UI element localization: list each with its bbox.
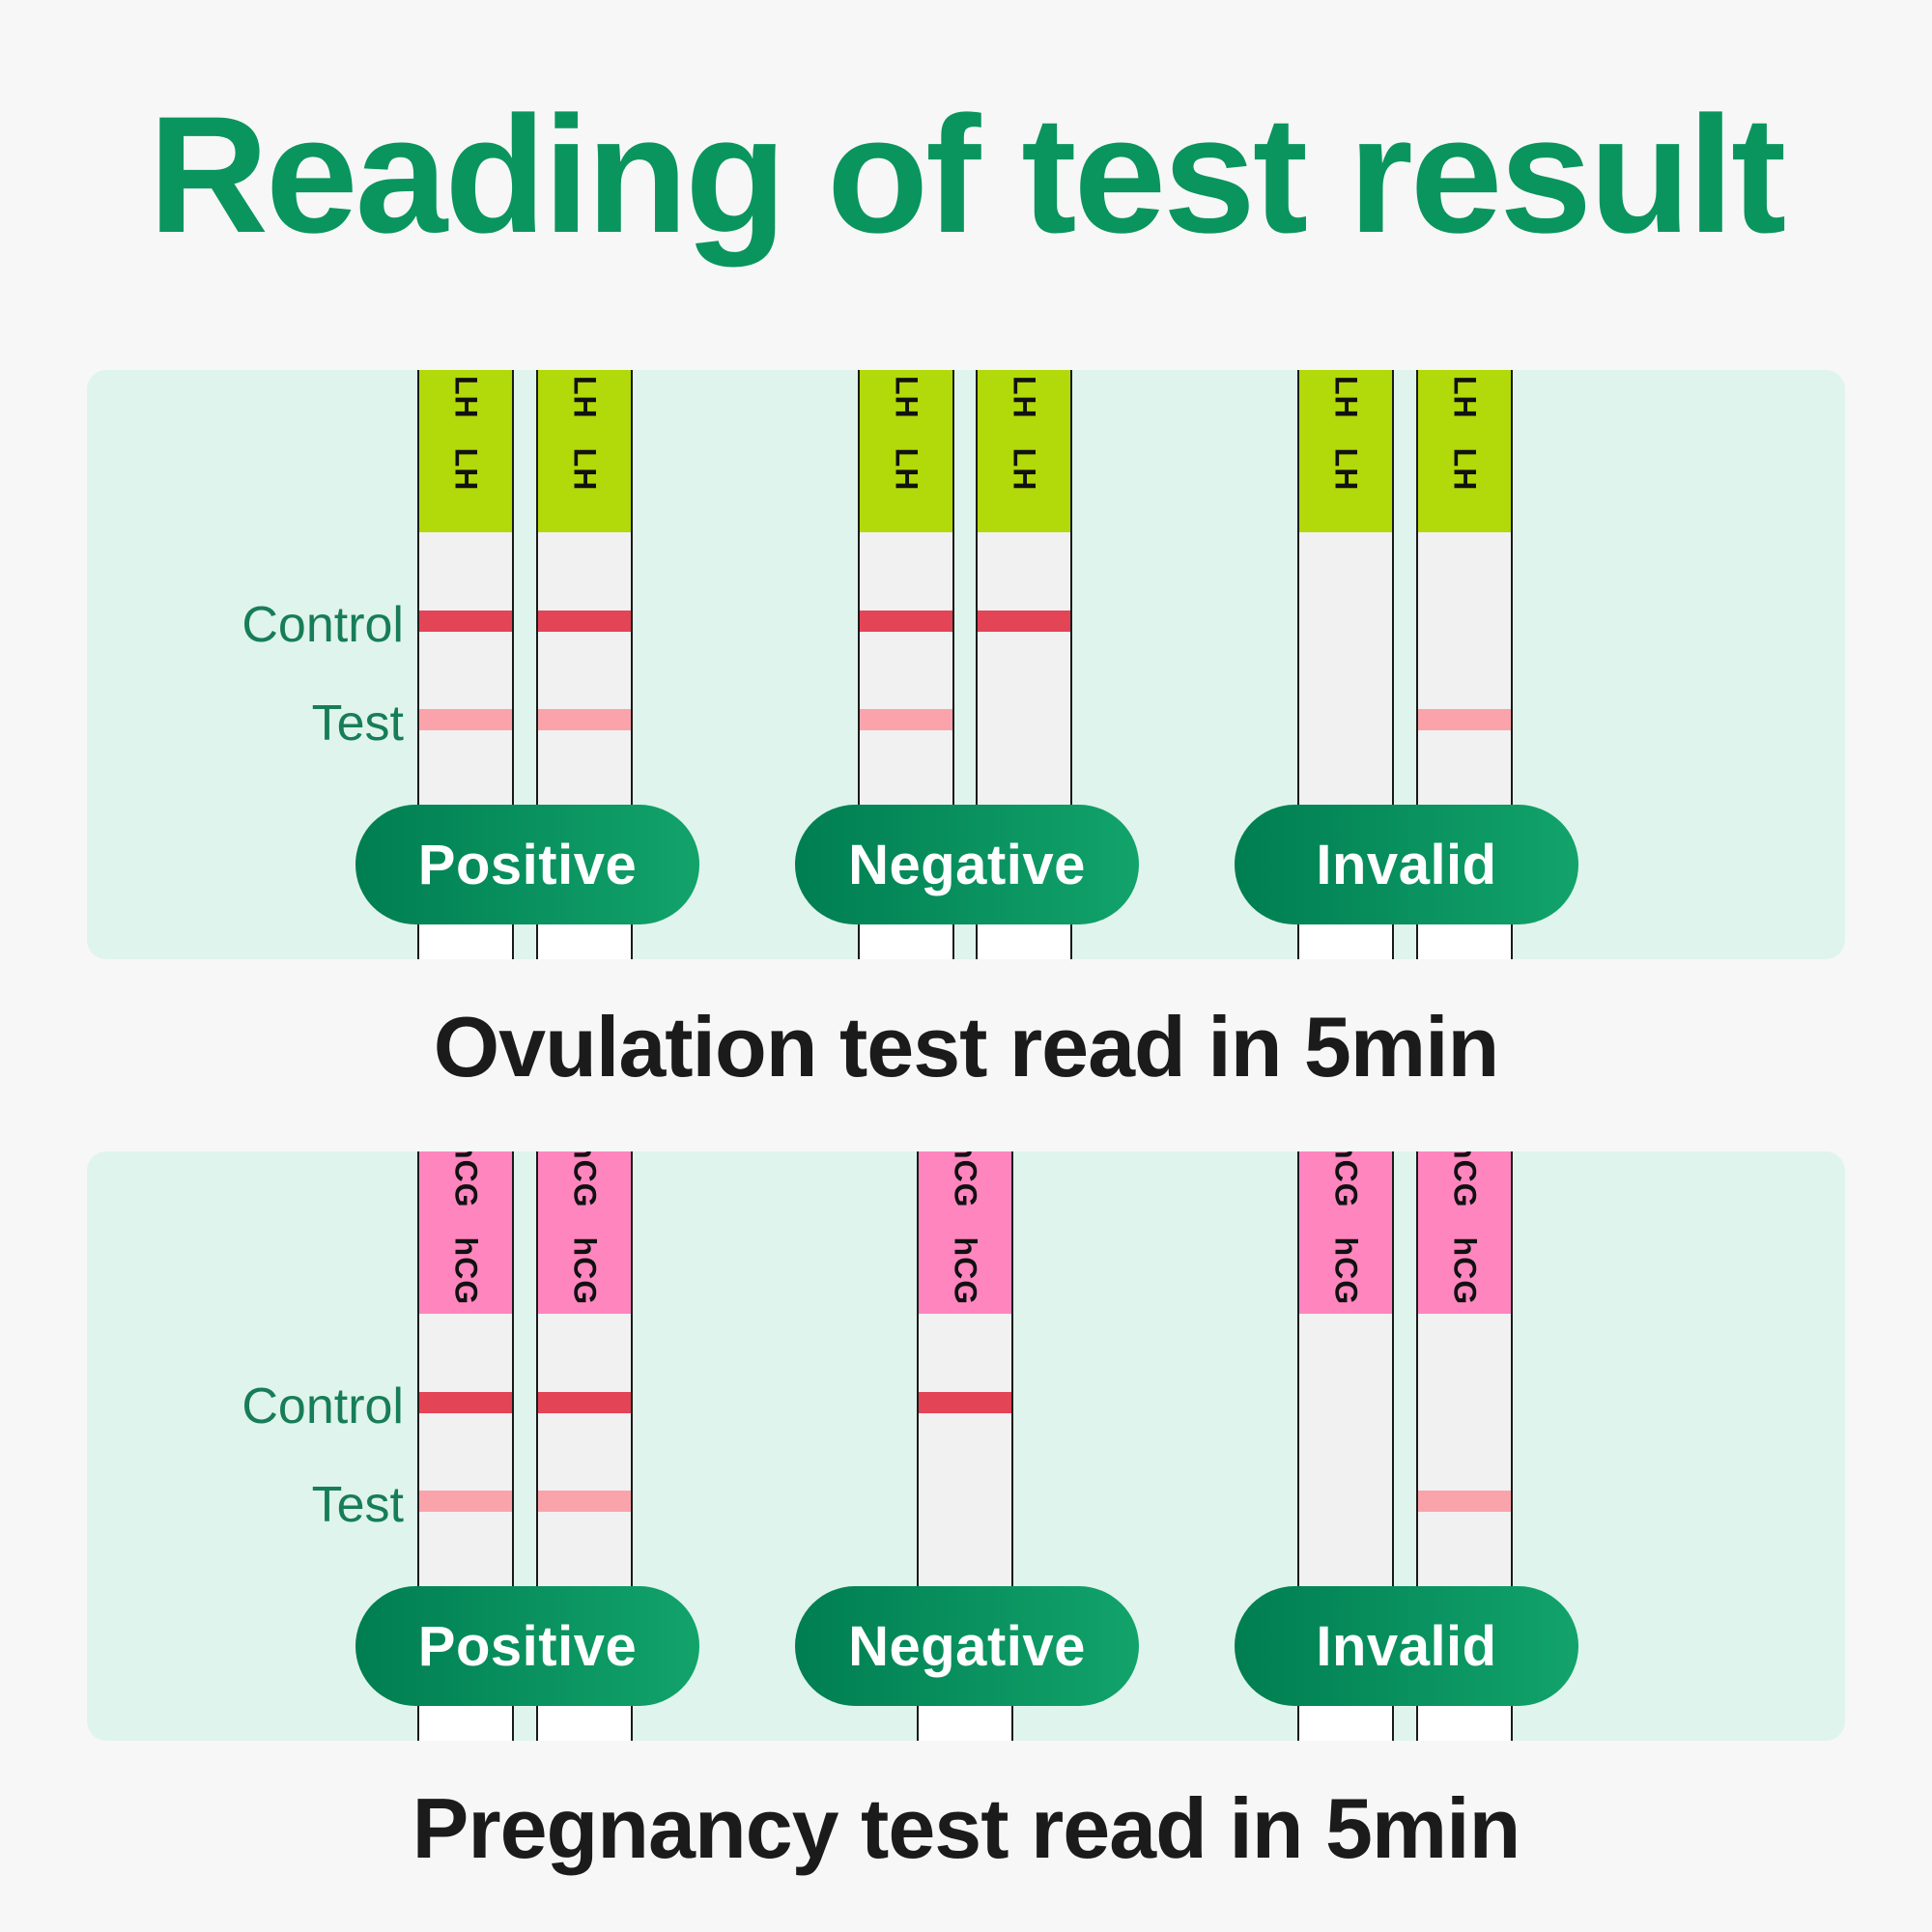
pregnancy-caption: Pregnancy test read in 5min bbox=[412, 1780, 1521, 1876]
test-label: Test bbox=[311, 696, 404, 752]
control-line bbox=[919, 1392, 1011, 1413]
control-label: Control bbox=[242, 597, 404, 653]
strip-cap: LHLH bbox=[1299, 370, 1392, 532]
strip-window bbox=[1418, 532, 1511, 853]
positive-badge: Positive bbox=[355, 1586, 699, 1706]
ovulation-caption: Ovulation test read in 5min bbox=[433, 999, 1500, 1094]
strip-cap: LHLH bbox=[860, 370, 952, 532]
strip-window bbox=[419, 532, 512, 853]
test-line bbox=[419, 709, 512, 730]
test-label: Test bbox=[311, 1477, 404, 1533]
negative-badge: Negative bbox=[795, 1586, 1139, 1706]
strip-cap: hCGhCG bbox=[538, 1151, 631, 1314]
pregnancy-strip: hCGhCG bbox=[1416, 1151, 1513, 1741]
test-line bbox=[1418, 1491, 1511, 1512]
strip-window bbox=[1299, 1314, 1392, 1634]
test-label-row: Test bbox=[145, 691, 495, 752]
strip-window bbox=[978, 532, 1070, 853]
strip-cap: hCGhCG bbox=[1299, 1151, 1392, 1314]
positive-badge: Positive bbox=[355, 805, 699, 924]
control-line bbox=[978, 611, 1070, 632]
strip-cap: LHLH bbox=[978, 370, 1070, 532]
control-label-row: Control bbox=[145, 1374, 495, 1435]
strip-cap: hCGhCG bbox=[919, 1151, 1011, 1314]
strip-cap: hCGhCG bbox=[419, 1151, 512, 1314]
test-line bbox=[419, 1491, 512, 1512]
test-line bbox=[538, 709, 631, 730]
strip-cap: LHLH bbox=[419, 370, 512, 532]
strip-window bbox=[419, 1314, 512, 1634]
strip-window bbox=[919, 1314, 1011, 1634]
strip-window bbox=[860, 532, 952, 853]
strip-window bbox=[1299, 532, 1392, 853]
strip-cap: LHLH bbox=[1418, 370, 1511, 532]
test-line bbox=[538, 1491, 631, 1512]
invalid-badge: Invalid bbox=[1235, 805, 1578, 924]
pregnancy-panel: Control Test hCGhCG hCGhCG hCGhCG hCGhCG… bbox=[87, 1151, 1845, 1741]
control-line bbox=[860, 611, 952, 632]
control-label: Control bbox=[242, 1378, 404, 1435]
strip-window bbox=[538, 532, 631, 853]
strip-cap: LHLH bbox=[538, 370, 631, 532]
page-title: Reading of test result bbox=[148, 82, 1786, 268]
strip-cap: hCGhCG bbox=[1418, 1151, 1511, 1314]
control-line bbox=[538, 1392, 631, 1413]
negative-badge: Negative bbox=[795, 805, 1139, 924]
test-line bbox=[1418, 709, 1511, 730]
test-label-row: Test bbox=[145, 1472, 495, 1533]
invalid-badge: Invalid bbox=[1235, 1586, 1578, 1706]
test-line bbox=[860, 709, 952, 730]
ovulation-panel: Control Test LHLH LHLH LHLH LHLH LHLH LH… bbox=[87, 370, 1845, 959]
strip-window bbox=[1418, 1314, 1511, 1634]
strip-window bbox=[538, 1314, 631, 1634]
control-line bbox=[419, 1392, 512, 1413]
control-line bbox=[538, 611, 631, 632]
control-line bbox=[419, 611, 512, 632]
